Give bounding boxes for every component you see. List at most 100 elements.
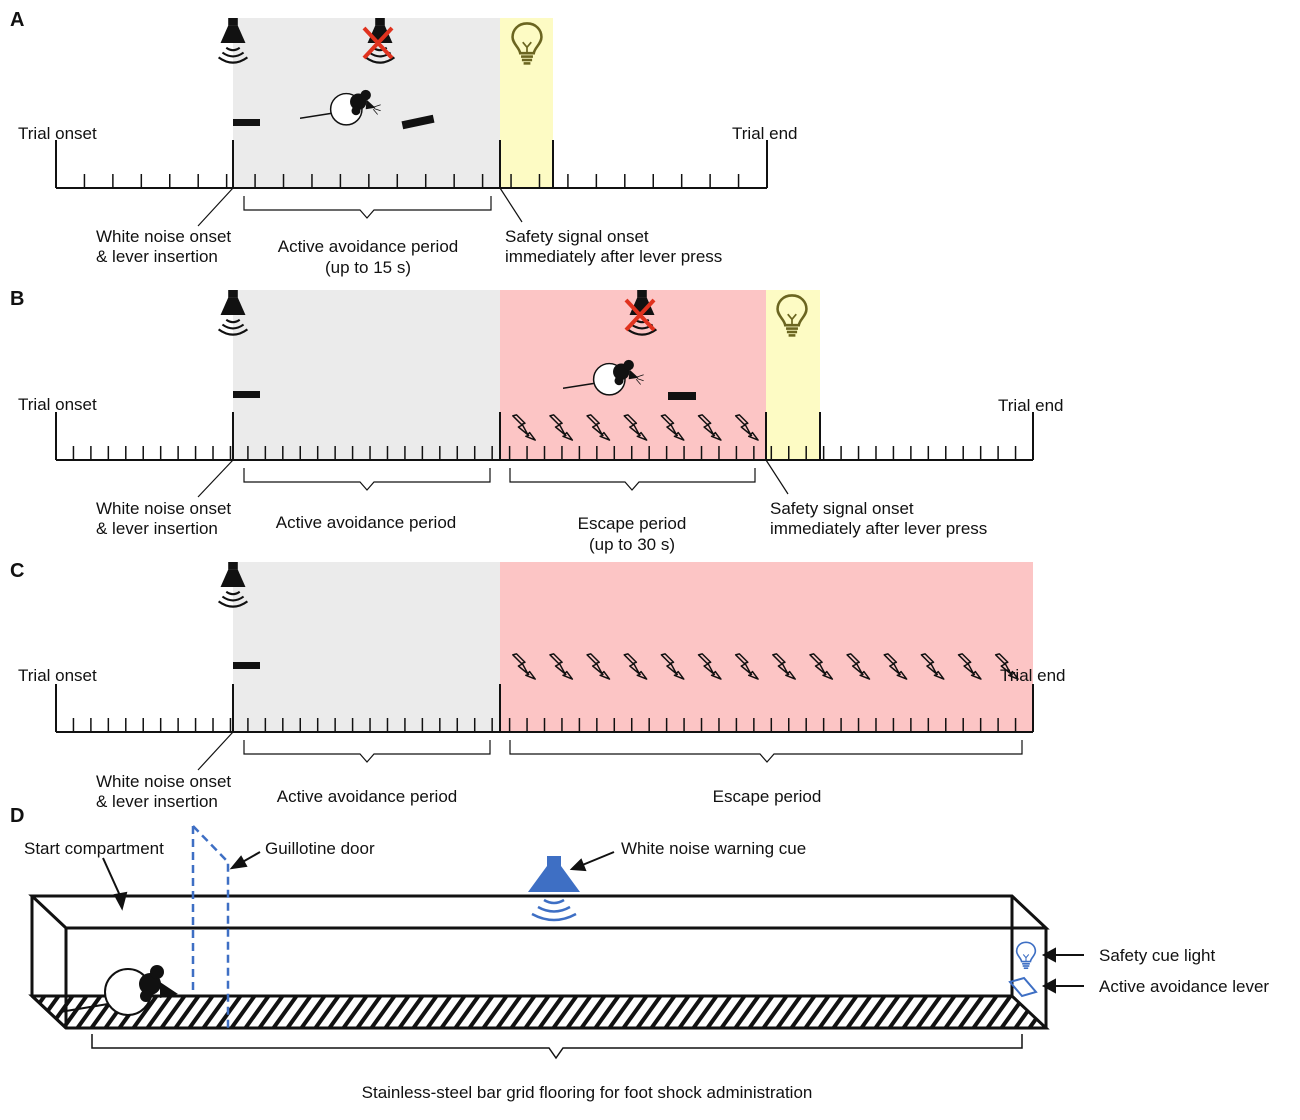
onset-note-line2: & lever insertion <box>96 519 218 538</box>
grid-bar <box>130 996 160 1028</box>
grid-bar <box>242 996 272 1028</box>
grid-bar <box>718 996 748 1028</box>
onset-note-line2: & lever insertion <box>96 247 218 266</box>
lever-icon <box>233 119 260 126</box>
trial-end-label: Trial end <box>1000 666 1066 685</box>
grid-bar <box>578 996 608 1028</box>
grid-bar <box>606 996 636 1028</box>
grid-bar <box>872 996 902 1028</box>
grid-floor <box>28 994 1082 1030</box>
grid-bar <box>410 996 440 1028</box>
escape-period-region <box>500 562 1033 732</box>
grid-bar <box>564 996 594 1028</box>
trial-onset-label: Trial onset <box>18 124 97 143</box>
timeline-c <box>55 684 1034 733</box>
grid-bar <box>32 996 48 1028</box>
safety-cue-light-icon <box>1015 941 1037 970</box>
grid-bar <box>200 996 230 1028</box>
grid-flooring-label: Stainless-steel bar grid flooring for fo… <box>362 1083 813 1102</box>
grid-bar <box>522 996 552 1028</box>
grid-bar <box>508 996 538 1028</box>
speaker-off-icon <box>362 18 396 64</box>
grid-bar <box>788 996 818 1028</box>
escape-bracket <box>509 740 1023 763</box>
grid-bar <box>74 996 104 1028</box>
avoidance-bracket <box>243 740 491 763</box>
grid-bar <box>284 996 314 1028</box>
grid-bar <box>326 996 356 1028</box>
trial-end-label: Trial end <box>998 396 1064 415</box>
panel-c-letter: C <box>10 560 24 582</box>
grid-bar <box>662 996 692 1028</box>
speaker-off-icon <box>624 290 658 336</box>
grid-bar <box>60 996 90 1028</box>
grid-bar <box>760 996 790 1028</box>
white-noise-cue-label: White noise warning cue <box>621 839 806 858</box>
rat-icon <box>59 965 178 1016</box>
grid-bar <box>592 996 622 1028</box>
avoidance-bracket <box>243 196 492 219</box>
panel-b-letter: B <box>10 288 24 310</box>
panel-d-letter: D <box>10 805 24 827</box>
grid-bar <box>228 996 258 1028</box>
panel-c: C Trial onset Trial end White noise onse… <box>10 560 1066 811</box>
start-compartment-label: Start compartment <box>24 839 164 858</box>
grid-bar <box>676 996 706 1028</box>
escape-bracket <box>509 468 756 491</box>
avoid-note-line1: Active avoidance period <box>278 237 459 256</box>
grid-bar <box>830 996 860 1028</box>
grid-bar <box>634 996 664 1028</box>
grid-bar <box>550 996 580 1028</box>
safety-signal-region <box>766 290 820 460</box>
grid-bar <box>970 996 1000 1028</box>
grid-bar <box>620 996 650 1028</box>
grid-bar <box>158 996 188 1028</box>
avoid-note: Active avoidance period <box>277 787 458 806</box>
avoidance-period-region <box>233 562 500 732</box>
trial-onset-label: Trial onset <box>18 395 97 414</box>
grid-bar <box>900 996 930 1028</box>
white-noise-speaker-icon <box>528 856 580 922</box>
safety-note-line2: immediately after lever press <box>505 247 722 266</box>
annotation-arrows <box>102 851 1084 994</box>
grid-bar <box>480 996 510 1028</box>
grid-bar <box>298 996 328 1028</box>
avoidance-lever-label: Active avoidance lever <box>1099 977 1269 996</box>
timeline-b <box>55 412 1034 461</box>
grid-bar <box>438 996 468 1028</box>
guillotine-door-label: Guillotine door <box>265 839 375 858</box>
grid-bar <box>802 996 832 1028</box>
safety-note-line1: Safety signal onset <box>505 227 649 246</box>
grid-bar <box>256 996 286 1028</box>
grid-bar <box>172 996 202 1028</box>
avoid-note-line2: (up to 15 s) <box>325 258 411 277</box>
lever-pressed-icon <box>668 392 696 400</box>
safety-cue-light-label: Safety cue light <box>1099 946 1216 965</box>
grid-bar <box>452 996 482 1028</box>
grid-bar <box>732 996 762 1028</box>
grid-bar <box>466 996 496 1028</box>
trial-end-label: Trial end <box>732 124 798 143</box>
onset-note-line1: White noise onset <box>96 772 231 791</box>
grid-bar <box>928 996 958 1028</box>
grid-bar <box>494 996 524 1028</box>
grid-bar <box>368 996 398 1028</box>
grid-bar <box>998 996 1028 1028</box>
lever-icon <box>233 662 260 669</box>
grid-bar <box>354 996 384 1028</box>
grid-bar <box>1056 994 1082 1030</box>
grid-bar <box>844 996 874 1028</box>
grid-bar <box>984 996 1014 1028</box>
onset-note-line1: White noise onset <box>96 227 231 246</box>
grid-bar <box>396 996 426 1028</box>
panel-a: A Trial onset Trial end White noise onse… <box>10 9 798 277</box>
floor-bracket <box>91 1034 1023 1060</box>
grid-bar <box>746 996 776 1028</box>
safety-signal-region <box>500 18 553 188</box>
panel-b: B Trial onset Trial end White noise <box>10 288 1064 554</box>
grid-bar <box>312 996 342 1028</box>
onset-note-line2: & lever insertion <box>96 792 218 811</box>
grid-bar <box>914 996 944 1028</box>
timeline-a <box>55 140 768 189</box>
